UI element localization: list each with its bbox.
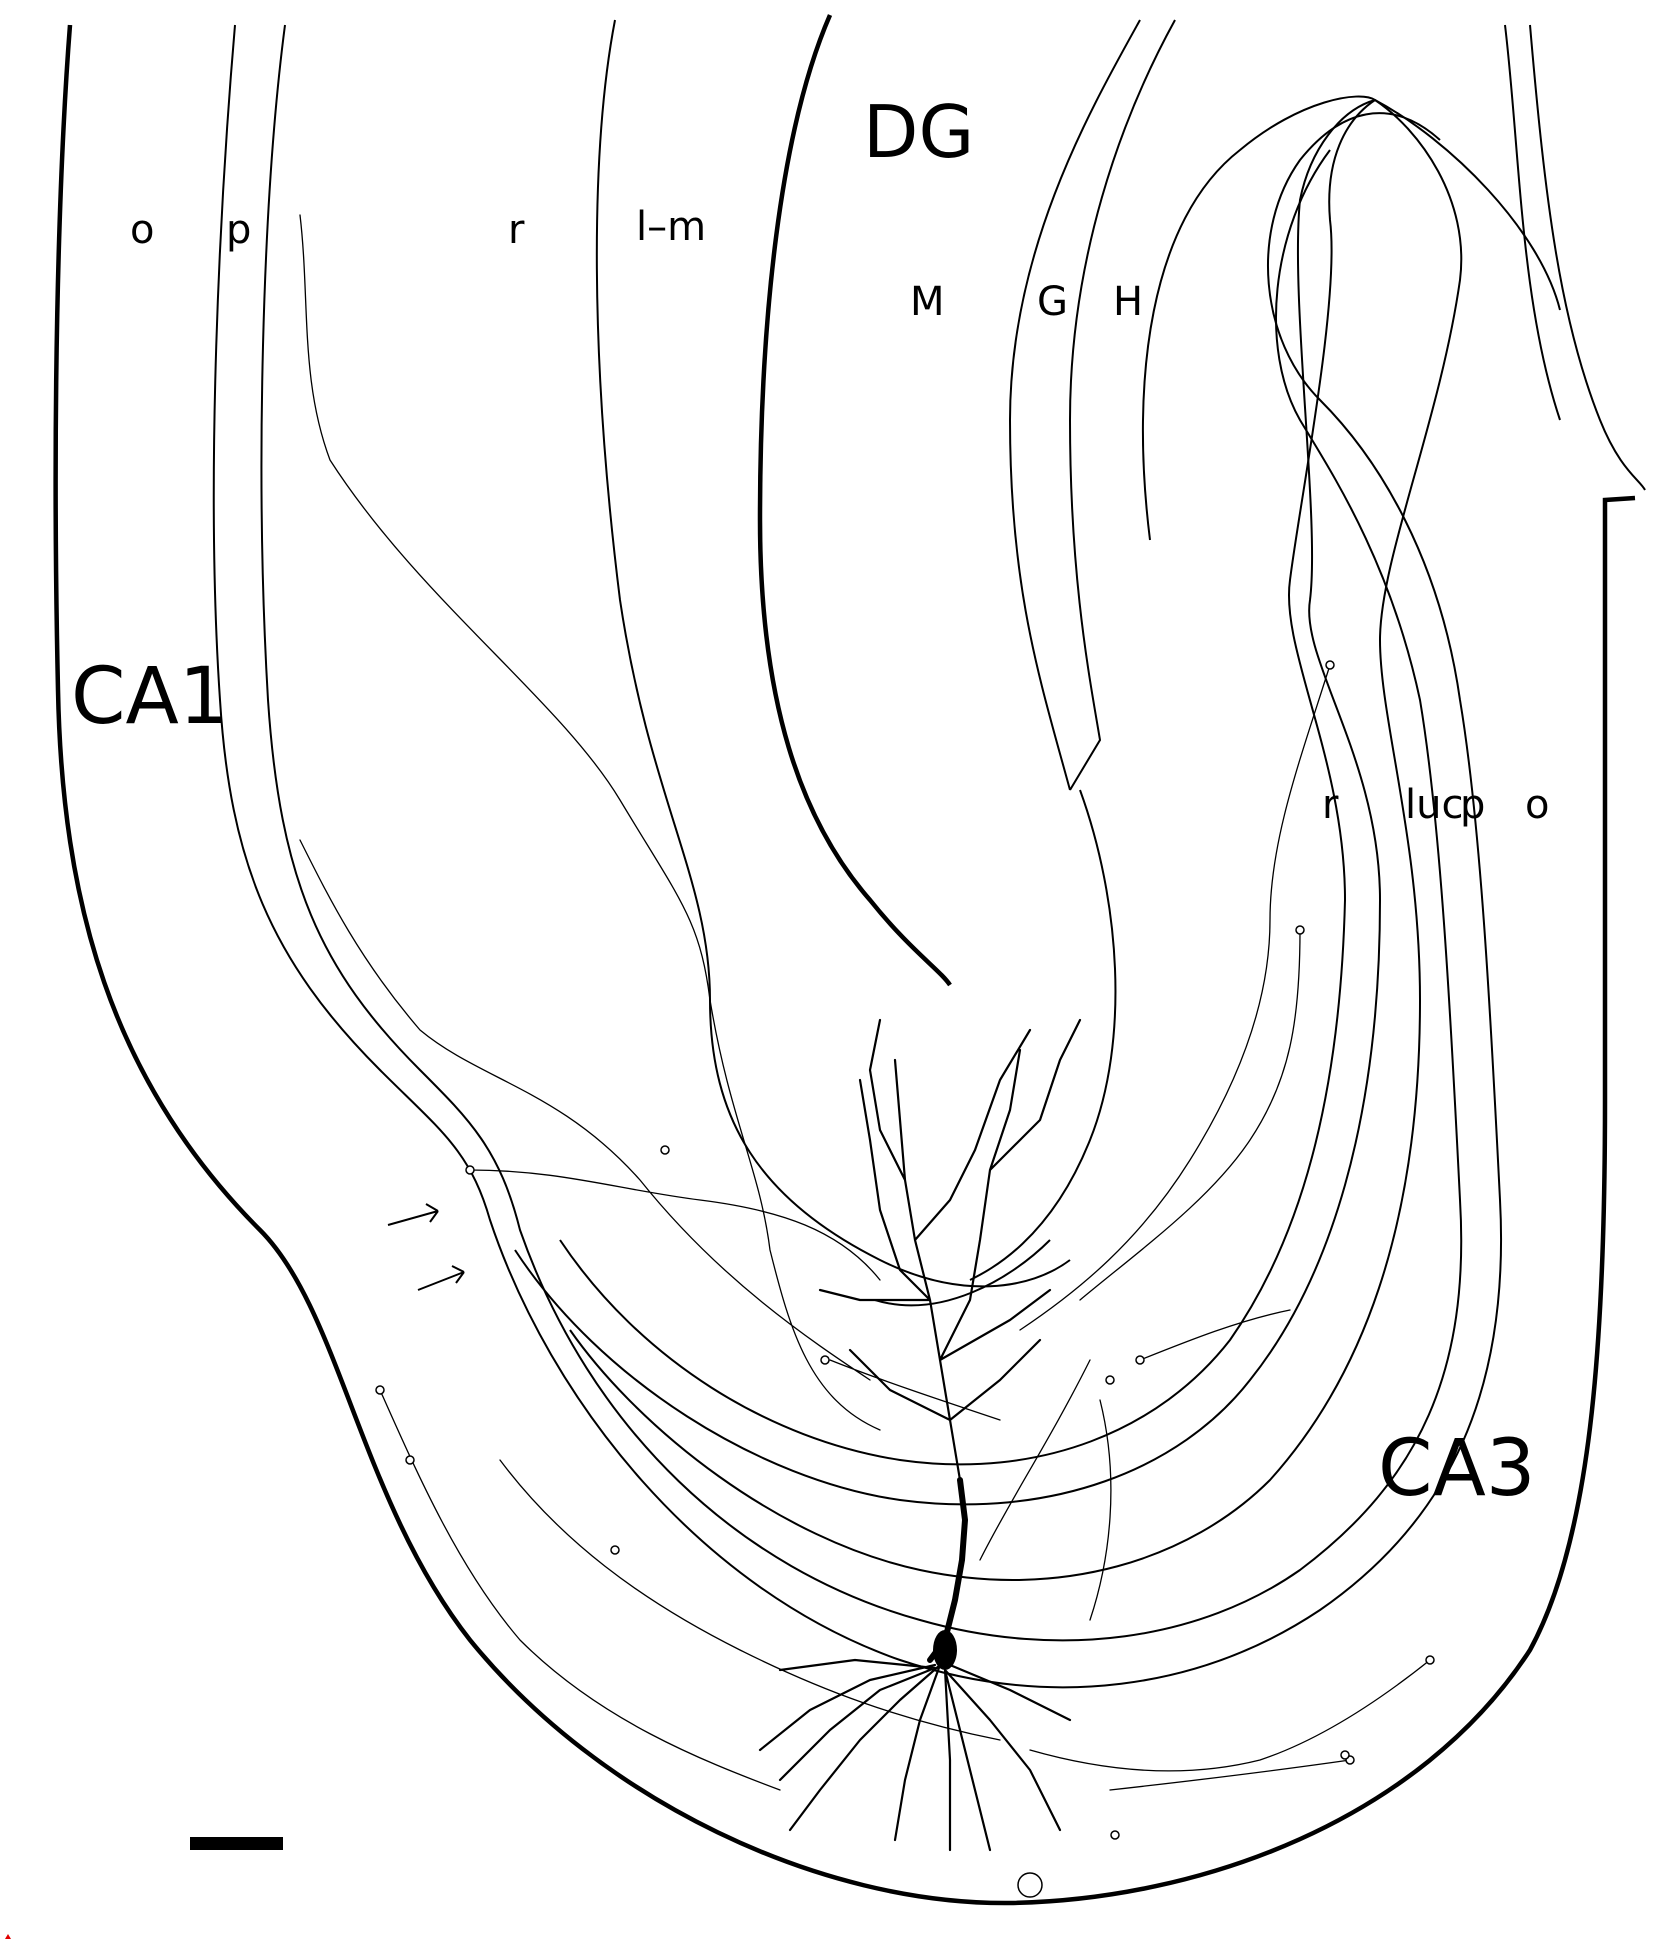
axon-collaterals: [299, 214, 1431, 1791]
ca3-layer-r: r: [1322, 782, 1339, 828]
axon-terminal: [1105, 1375, 1115, 1385]
ca1-layer-lm: l–m: [636, 204, 706, 250]
arrow-1: [387, 1203, 439, 1226]
axon-terminal: [465, 1165, 475, 1175]
basal-dendrites: [758, 1658, 1072, 1852]
axon-terminal: [610, 1545, 620, 1555]
axon-terminal: [820, 1355, 830, 1365]
ca3-radiatum-lucidum-boundary: [514, 99, 1382, 1506]
ca3-edge-right-inner: [1504, 24, 1561, 421]
axon-terminal: [1425, 1655, 1435, 1665]
apical-dendrites: [818, 1018, 1082, 1482]
ca3-oriens-outer-line: [569, 99, 1463, 1581]
outer-boundary: [53, 24, 1636, 1906]
layer-boundaries: [53, 14, 1646, 1906]
corner-mark: [5, 1934, 11, 1939]
dg-granule-hilus-boundary: [1068, 19, 1176, 791]
region-label-dg: DG: [863, 90, 974, 174]
axon-terminal: [1340, 1750, 1350, 1760]
dg-layer-h: H: [1113, 279, 1143, 325]
axon-bouton-large: [1017, 1872, 1043, 1898]
dg-layer-g: G: [1037, 279, 1068, 325]
ca1-radiatum-lm-boundary: [595, 19, 1071, 1288]
pyramidal-neuron: [299, 214, 1435, 1898]
axon-terminal: [1325, 660, 1335, 670]
dg-molecular-granule-boundary: [1008, 19, 1141, 791]
ca1-layer-o: o: [130, 207, 154, 253]
ca3-layer-luc: luc: [1405, 782, 1463, 828]
soma-body: [933, 1630, 957, 1670]
axon-terminal: [375, 1385, 385, 1395]
axon-terminal: [660, 1145, 670, 1155]
axon-terminal: [1135, 1355, 1145, 1365]
ca3-edge-right: [1529, 24, 1646, 491]
ca1-layer-r: r: [508, 207, 525, 253]
axon-terminal: [405, 1455, 415, 1465]
ca3-lucidum-pyramidale-boundary: [559, 99, 1376, 1466]
ca3-hilus-loop: [1141, 95, 1561, 541]
region-label-ca3: CA3: [1378, 1424, 1535, 1514]
arrow-2: [417, 1265, 465, 1291]
lm-ca3-continuation: [969, 789, 1117, 1281]
ca1-layer-p: p: [226, 207, 251, 253]
axon-terminal: [1295, 925, 1305, 935]
axon-terminal: [1110, 1830, 1120, 1840]
ca1-pyramidale-radiatum-boundary: [260, 24, 1463, 1642]
region-label-ca1: CA1: [71, 652, 228, 742]
scale-bar: [190, 1837, 283, 1850]
ca3-layer-p: p: [1460, 782, 1485, 828]
ca1-oriens-pyramidale-boundary: [212, 24, 1503, 1689]
dg-layer-m: M: [910, 279, 945, 325]
hippocampal-fissure: [757, 14, 952, 987]
ca3-layer-o: o: [1525, 782, 1549, 828]
